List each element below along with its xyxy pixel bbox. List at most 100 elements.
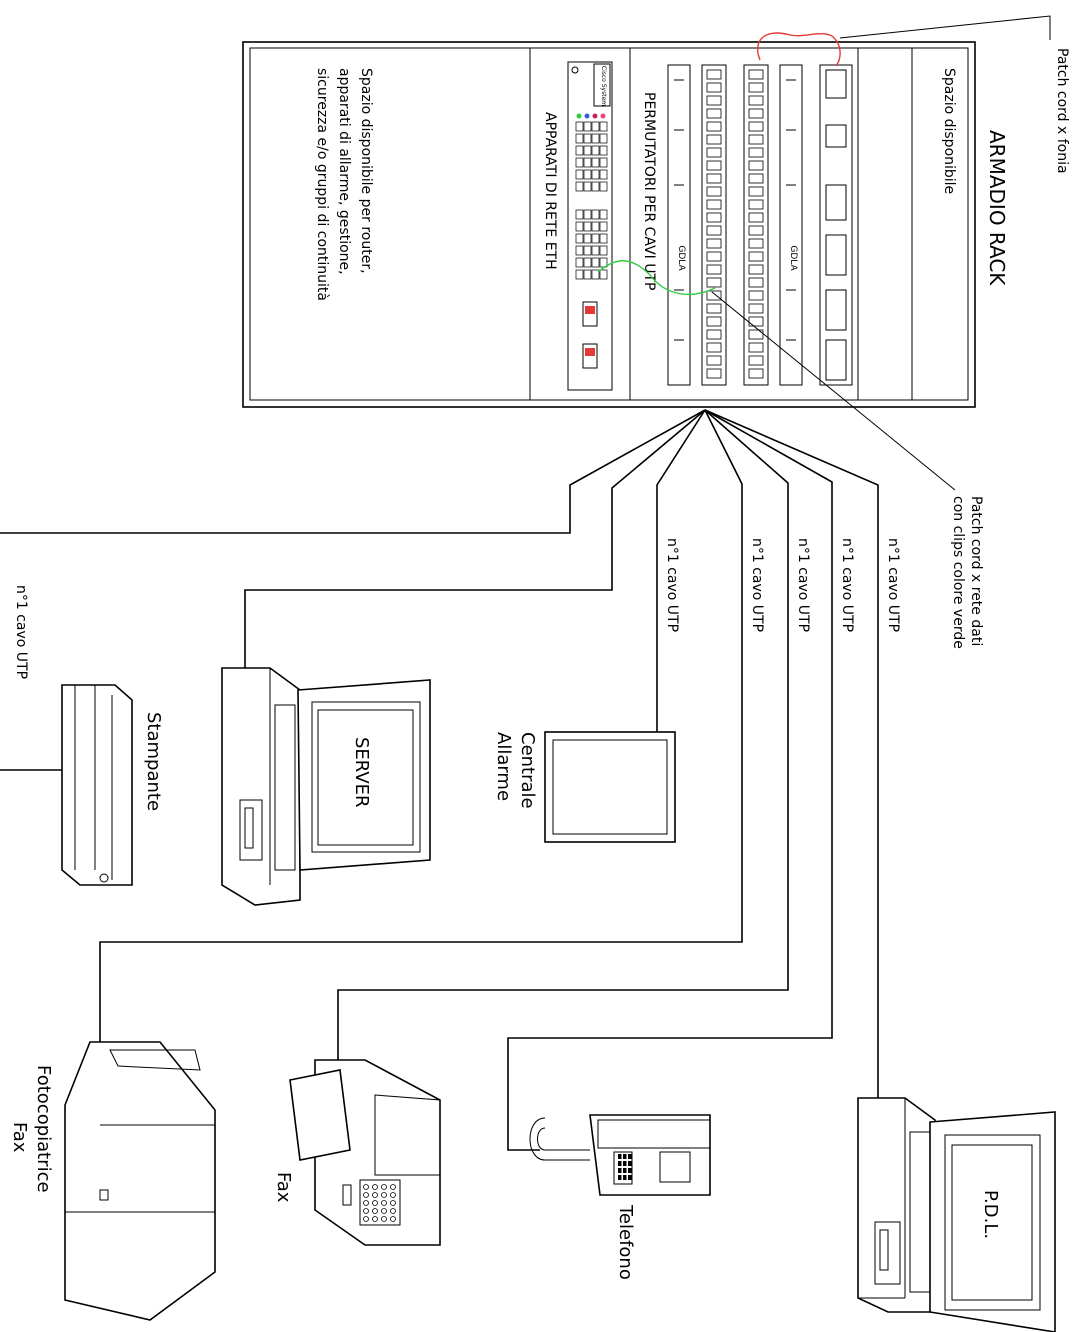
patch-panels-label: PERMUTATORI PER CAVI UTP <box>641 92 657 291</box>
cable-label-stampante: n°1 cavo UTP <box>13 585 29 679</box>
phone-key <box>628 1175 632 1180</box>
switch-port <box>583 133 592 144</box>
fax-key <box>381 1200 387 1206</box>
fax-key <box>381 1216 387 1222</box>
patch-port <box>706 355 722 366</box>
fax-key <box>381 1192 387 1198</box>
fotocopiatrice-label-1: Fotocopiatrice <box>33 1065 54 1193</box>
centrale-allarme-icon: Centrale Allarme <box>493 731 676 843</box>
fax-key <box>363 1208 369 1214</box>
patch-port <box>706 225 722 236</box>
patch-port <box>748 82 764 93</box>
rack-cabinet: GDLA GDLA Cisco System <box>242 41 1009 408</box>
switch-port <box>583 245 592 256</box>
patch-port <box>748 368 764 379</box>
patch-port <box>748 160 764 171</box>
switch-port <box>575 157 584 168</box>
patch-port <box>748 303 764 314</box>
cable-label-pdl: n°1 cavo UTP <box>885 538 901 632</box>
patch-port <box>706 69 722 80</box>
patch-port <box>706 251 722 262</box>
phone-key <box>618 1168 622 1173</box>
phone-key <box>618 1161 622 1166</box>
switch-port <box>599 269 608 280</box>
fax-key <box>390 1216 396 1222</box>
switch-port <box>583 233 592 244</box>
patch-port <box>748 69 764 80</box>
patch-port <box>706 329 722 340</box>
fax-key <box>381 1208 387 1214</box>
cable-pdl <box>704 409 879 1098</box>
switch-port <box>591 245 600 256</box>
patch-port <box>706 199 722 210</box>
fax-key <box>363 1216 369 1222</box>
phone-key <box>618 1175 622 1180</box>
fax-label: Fax <box>273 1172 294 1203</box>
switch-port <box>599 233 608 244</box>
cable-guide-lower: GDLA <box>667 64 691 386</box>
fax-key <box>372 1208 378 1214</box>
fax-key <box>372 1184 378 1190</box>
switch-port <box>575 269 584 280</box>
patch-port <box>748 355 764 366</box>
switch-port <box>591 269 600 280</box>
patch-port <box>706 160 722 171</box>
patch-port <box>706 316 722 327</box>
switch-port <box>591 145 600 156</box>
fax-key <box>363 1192 369 1198</box>
switch-port <box>599 221 608 232</box>
fax-key <box>381 1184 387 1190</box>
patch-port <box>706 134 722 145</box>
space-bottom-line-1: Spazio disponibile per router, <box>358 68 374 274</box>
patch-port <box>706 290 722 301</box>
patch-port <box>706 173 722 184</box>
port-led <box>600 113 606 119</box>
switch-port <box>599 169 608 180</box>
switch-port <box>599 245 608 256</box>
switch-port <box>591 157 600 168</box>
cable-label-centrale: n°1 cavo UTP <box>664 538 680 632</box>
patch-port <box>706 277 722 288</box>
patch-port <box>706 368 722 379</box>
red-module-a <box>585 306 595 314</box>
patch-port <box>748 342 764 353</box>
switch-port <box>591 209 600 220</box>
switch-port <box>583 157 592 168</box>
phone-key <box>623 1168 627 1173</box>
phone-key <box>623 1154 627 1159</box>
port-led <box>592 113 598 119</box>
phone-key <box>628 1168 632 1173</box>
patch-port <box>748 95 764 106</box>
cable-label-telefono: n°1 cavo UTP <box>839 538 855 632</box>
switch-port <box>591 181 600 192</box>
fax-key <box>390 1192 396 1198</box>
phone-key <box>628 1161 632 1166</box>
patch-port <box>706 186 722 197</box>
fotocopiatrice-label-2: Fax <box>9 1122 30 1153</box>
phone-key <box>618 1154 622 1159</box>
guide-label-lower: GDLA <box>676 245 686 271</box>
patch-port <box>706 238 722 249</box>
switch-port <box>599 121 608 132</box>
switch-port <box>599 209 608 220</box>
cable-server <box>244 409 706 668</box>
switch-port <box>599 133 608 144</box>
patch-port <box>706 147 722 158</box>
fax-key <box>372 1200 378 1206</box>
patch-port <box>748 225 764 236</box>
switch-port <box>583 181 592 192</box>
patch-port <box>748 238 764 249</box>
pdl-workstation-icon: P.D.L. <box>857 1097 1056 1332</box>
space-top-label: Spazio disponibile <box>941 68 957 194</box>
cable-fotocopiatrice <box>99 409 743 1042</box>
fax-key <box>390 1184 396 1190</box>
cable-stampante-a <box>0 409 706 534</box>
switch-port <box>583 169 592 180</box>
patch-port <box>748 290 764 301</box>
phone-key <box>623 1161 627 1166</box>
switch-port <box>599 157 608 168</box>
patch-port <box>748 277 764 288</box>
cable-label-fotocopiatrice: n°1 cavo UTP <box>749 538 765 632</box>
patch-port <box>748 186 764 197</box>
